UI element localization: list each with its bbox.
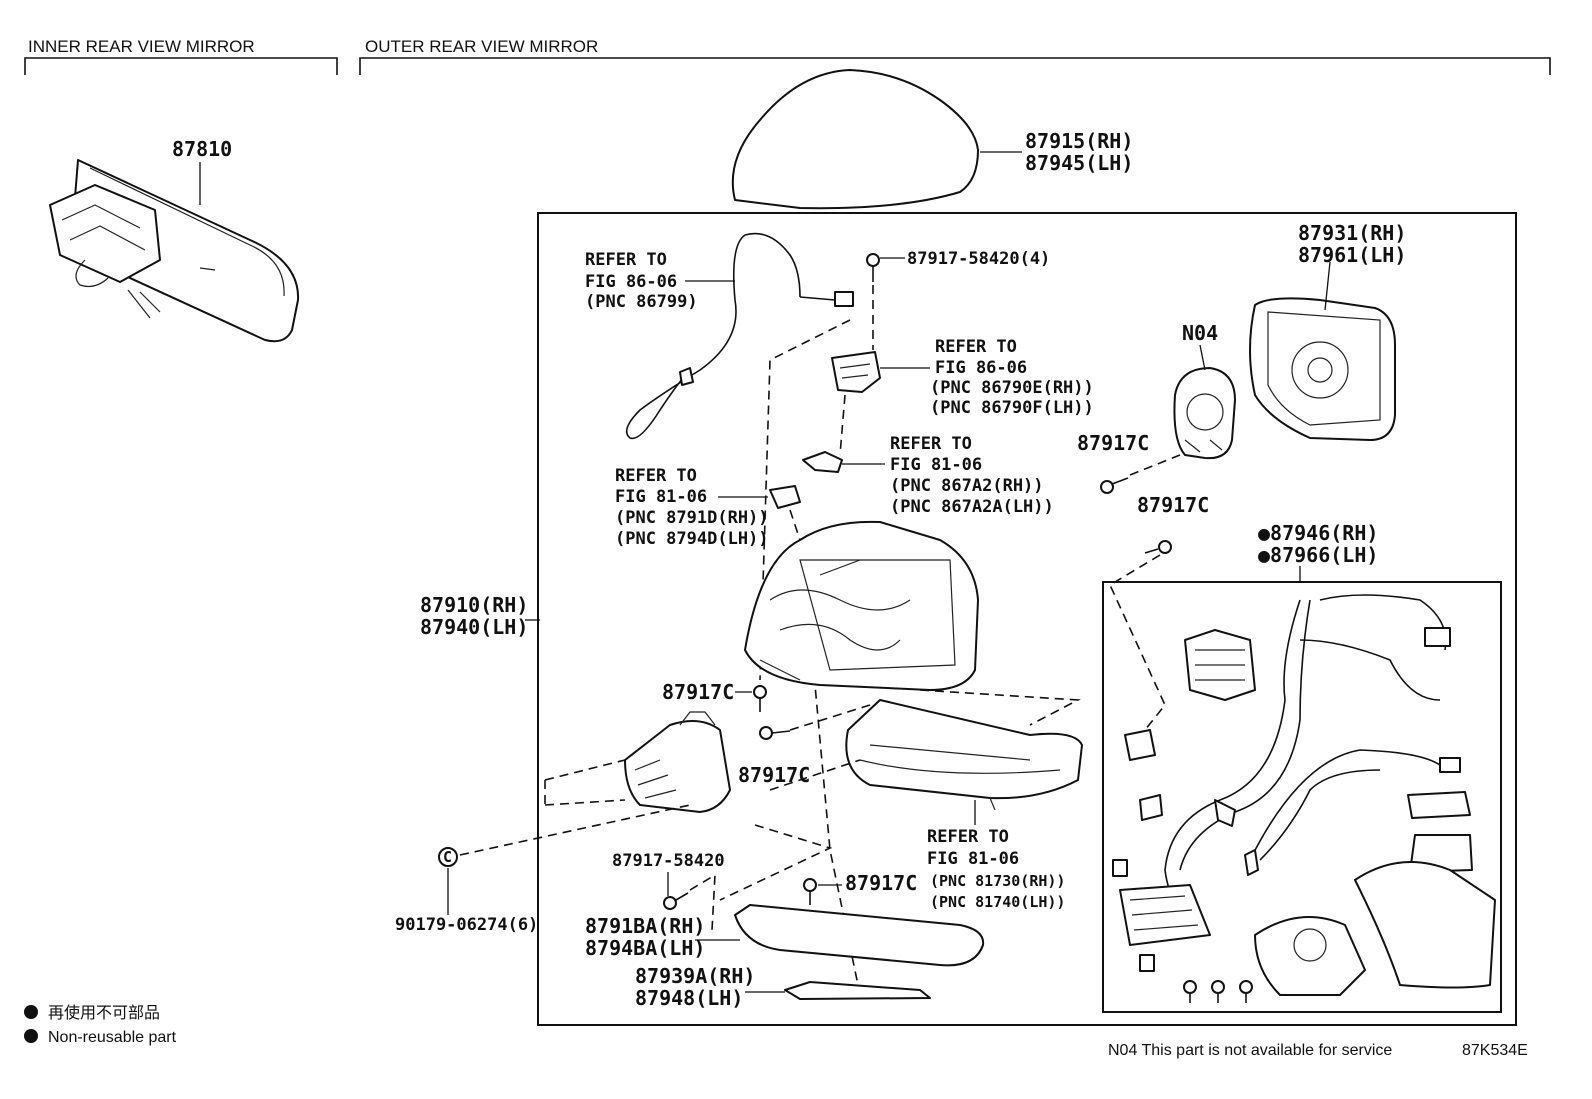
lower-cover-drawing (734, 904, 985, 967)
inner-mirror-drawing (49, 159, 300, 343)
legend-jp: 再使用不可部品 (48, 1004, 160, 1022)
clip-dashed-line (459, 804, 691, 856)
harness-kit-drawing (1112, 594, 1496, 1003)
screw-bottom-dashed-line (689, 873, 716, 931)
outer-assembly-frame (537, 212, 1517, 1026)
outer-section-bracket (359, 57, 1551, 75)
bracket-8791d-drawing (769, 485, 801, 509)
part-no-87948: 87948(LH) (635, 986, 743, 1010)
screw-icon-bottom (663, 892, 689, 910)
part-no-87910: 87910(RH) (420, 593, 528, 617)
part-no-87939a: 87939A(RH) (635, 964, 755, 988)
cable-drawing (625, 232, 854, 440)
screw-icon-top (866, 253, 880, 282)
non-reusable-bullet-icon-2 (24, 1029, 38, 1043)
lamp-dashed-line-1 (919, 689, 1081, 726)
part-no-87917c-5: 87917C (845, 871, 917, 895)
assembly-dashed-line-1 (759, 319, 851, 681)
part-no-87946: ●87946(RH) (1258, 521, 1378, 545)
part-no-87961: 87961(LH) (1298, 243, 1406, 267)
clip-icon (438, 847, 458, 867)
legend-en: Non-reusable part (48, 1029, 177, 1046)
screw-icon-c5 (803, 878, 817, 905)
refer-text-81730: REFER TO FIG 81-06 (PNC 81730(RH)) (PNC … (927, 827, 1076, 911)
refer-text-867a2: REFER TO FIG 81-06 (PNC 867A2(RH)) (PNC … (890, 434, 1054, 517)
part-no-87917-58420: 87917-58420 (612, 851, 725, 871)
part-no-n04: N04 (1182, 321, 1218, 345)
part-no-87917c-3: 87917C (662, 680, 734, 704)
refer-text-86799: REFER TO FIG 86-06 (PNC 86799) (585, 250, 698, 312)
part-no-87917c-1: 87917C (1077, 431, 1149, 455)
mirror-cover-drawing (731, 69, 979, 210)
part-no-90179: 90179-06274(6) (395, 915, 538, 935)
part-no-87917-58420-4: 87917-58420(4) (907, 249, 1050, 269)
screw-icon-c3 (753, 685, 767, 712)
part-no-87945: 87945(LH) (1025, 151, 1133, 175)
screw-c2-dashed-line (1108, 554, 1166, 731)
switch-drawing (831, 351, 881, 393)
outer-mirror-header: OUTER REAR VIEW MIRROR (365, 37, 598, 56)
harness-kit-frame (1102, 581, 1502, 1013)
lamp-dashed-line-2 (719, 704, 871, 901)
screw-icon-c1 (1100, 477, 1129, 494)
part-no-8794ba: 8794BA(LH) (585, 936, 705, 960)
puddle-lamp-drawing (784, 981, 931, 1000)
refer-text-8791d: REFER TO FIG 81-06 (PNC 8791D(RH)) (PNC … (615, 466, 779, 549)
part-no-87917c-4: 87917C (738, 763, 810, 787)
glass-leader (1324, 261, 1331, 311)
footer-note: N04 This part is not available for servi… (1108, 1042, 1392, 1059)
part-no-8791ba: 8791BA(RH) (585, 914, 705, 938)
turn-signal-drawing (845, 699, 1083, 811)
clip-symbol: C (443, 848, 452, 866)
part-no-87931: 87931(RH) (1298, 221, 1406, 245)
part-no-87915: 87915(RH) (1025, 129, 1133, 153)
assembly-dashed-line-2 (789, 394, 846, 541)
diagram-code: 87K534E (1462, 1042, 1528, 1059)
inner-section-bracket (24, 57, 338, 75)
actuator-leader (1199, 344, 1206, 371)
actuator-drawing (1173, 367, 1236, 460)
bracket-867a2-drawing (802, 451, 843, 473)
mirror-base-drawing (624, 711, 731, 813)
screw-c1-dashed-line (1129, 454, 1181, 476)
part-no-87966: ●87966(LH) (1258, 543, 1378, 567)
part-no-87940: 87940(LH) (420, 615, 528, 639)
mirror-body-drawing (744, 520, 979, 691)
inner-mirror-header: INNER REAR VIEW MIRROR (28, 37, 255, 56)
screw-icon-c2 (1144, 540, 1172, 554)
base-dashed-lines (544, 759, 626, 806)
screw-icon-c4 (759, 726, 791, 740)
part-no-87810: 87810 (172, 137, 232, 161)
non-reusable-bullet-icon (24, 1005, 38, 1019)
part-no-87917c-2: 87917C (1137, 493, 1209, 517)
mirror-glass-drawing (1249, 297, 1396, 441)
refer-text-86790: REFER TO FIG 86-06 (PNC 86790E(RH)) (PNC… (930, 337, 1104, 418)
